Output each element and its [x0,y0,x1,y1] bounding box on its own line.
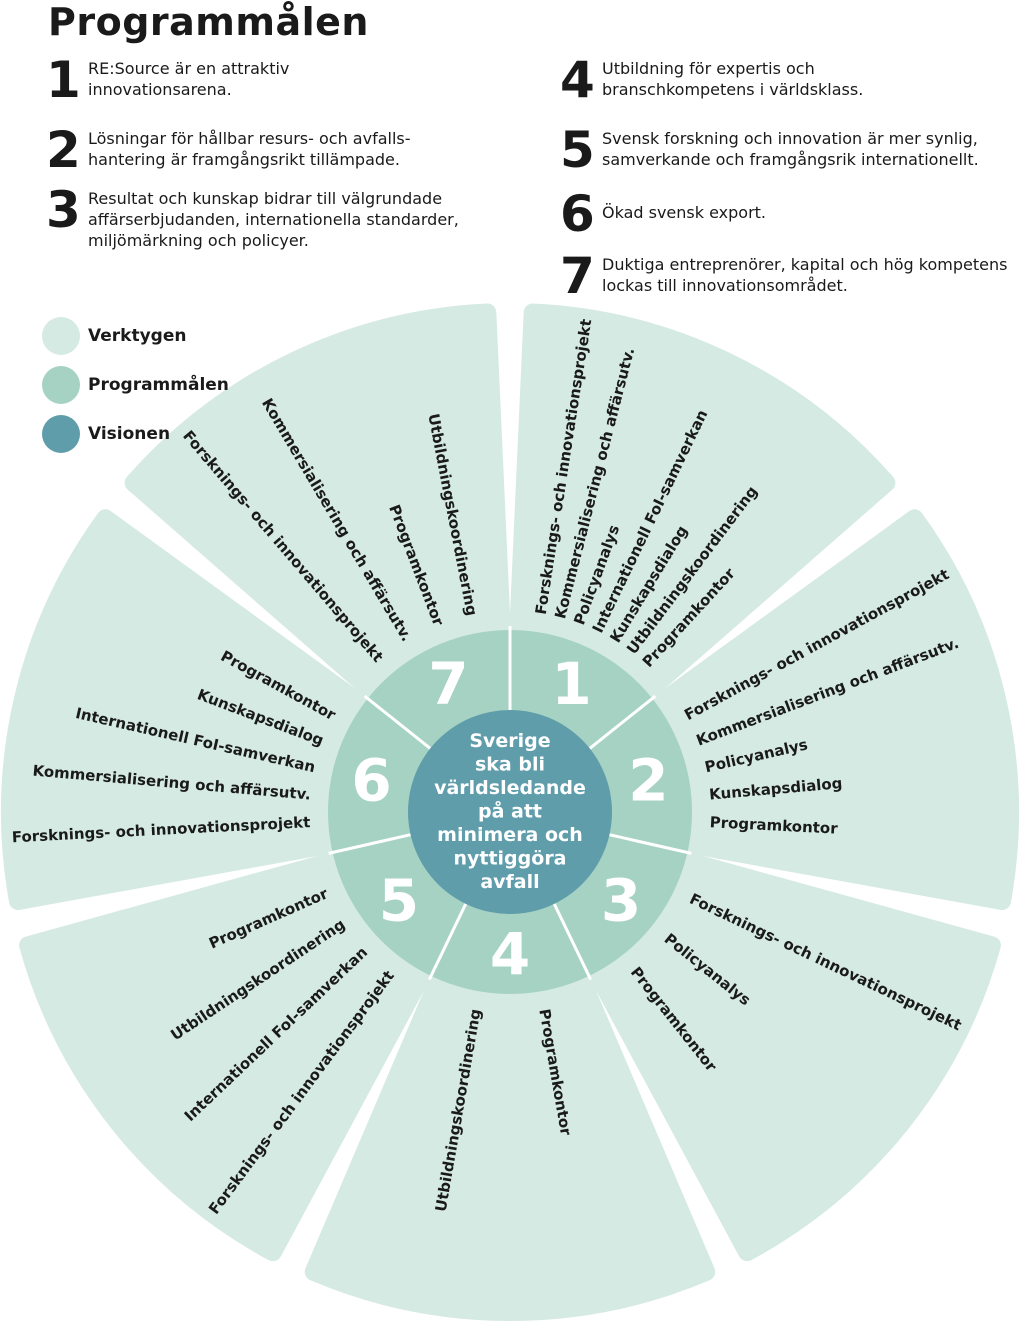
goal-number-3: 3 [601,867,641,935]
vision-text-line: nyttiggöra [453,848,566,870]
goal-number: 6 [560,185,595,243]
goal-text: Resultat och kunskap bidrar till välgrun… [88,189,459,250]
goal-number: 2 [46,121,81,179]
goal-number: 5 [560,121,595,179]
goal-2: 2 Lösningar för hållbar resurs- och avfa… [46,121,466,179]
tool-sector-5 [19,850,435,1262]
goal-number-4: 4 [490,920,530,988]
goal-text: Lösningar för hållbar resurs- och avfall… [88,129,411,169]
goal-text: Utbildning för expertis och branschkompe… [602,59,864,99]
tool-sector-2 [645,509,1019,911]
page-title: Programmålen [48,0,369,44]
ring-divider [328,833,411,855]
legend-swatch [42,366,80,404]
vision-text-line: på att [478,799,542,823]
vision-circle [408,710,612,914]
tool-sector-3 [585,850,1001,1262]
legend-label: Visionen [88,424,171,444]
goal-4: 4 Utbildning för expertis och branschkom… [560,51,1000,109]
tool-sector-7 [124,303,511,704]
legend-label: Verktygen [88,326,187,346]
goal-text: Svensk forskning och innovation är mer s… [602,129,979,169]
goal-number: 4 [560,51,595,109]
goal-number: 7 [560,247,595,305]
tool-sector-4 [304,966,716,1321]
vision-text-line: ska bli [475,754,545,776]
vision-text-line: minimera och [437,824,583,846]
goal-number: 3 [46,181,81,239]
goal-6: 6 Ökad svensk export. [560,185,1000,243]
goal-3: 3 Resultat och kunskap bidrar till välgr… [46,181,506,251]
ring-divider [609,833,692,855]
goal-text: Ökad svensk export. [602,203,767,222]
legend-label: Programmålen [88,375,229,395]
goal-text: RE:Source är en attraktiv innovationsare… [88,59,290,99]
goal-number-1: 1 [551,650,591,718]
goal-number-7: 7 [428,650,468,718]
legend-swatch [42,415,80,453]
legend-item-tools: Verktygen [42,317,186,355]
ring-divider [427,903,468,981]
ring-divider [552,903,593,981]
vision-text-line: Sverige [469,730,550,752]
ring-divider [363,694,432,750]
tool-sector-1 [509,303,896,704]
vision-text-line: avfall [480,871,539,893]
legend-swatch [42,317,80,355]
legend-item-goals: Programmålen [42,366,229,404]
goal-1: 1 RE:Source är en attraktiv innovationsa… [46,51,466,109]
goal-text: Duktiga entreprenörer, kapital och hög k… [602,255,1008,295]
goal-7: 7 Duktiga entreprenörer, kapital och hög… [560,247,1020,305]
goal-number-2: 2 [628,746,668,814]
tool-sector-6 [1,509,375,911]
goal-number: 1 [46,51,81,109]
legend-item-vision: Visionen [42,415,170,453]
goal-number-6: 6 [351,746,391,814]
goal-number-5: 5 [379,867,419,935]
ring-divider [588,694,657,750]
vision-text-line: världsledande [434,777,586,799]
goal-5: 5 Svensk forskning och innovation är mer… [560,121,1020,179]
